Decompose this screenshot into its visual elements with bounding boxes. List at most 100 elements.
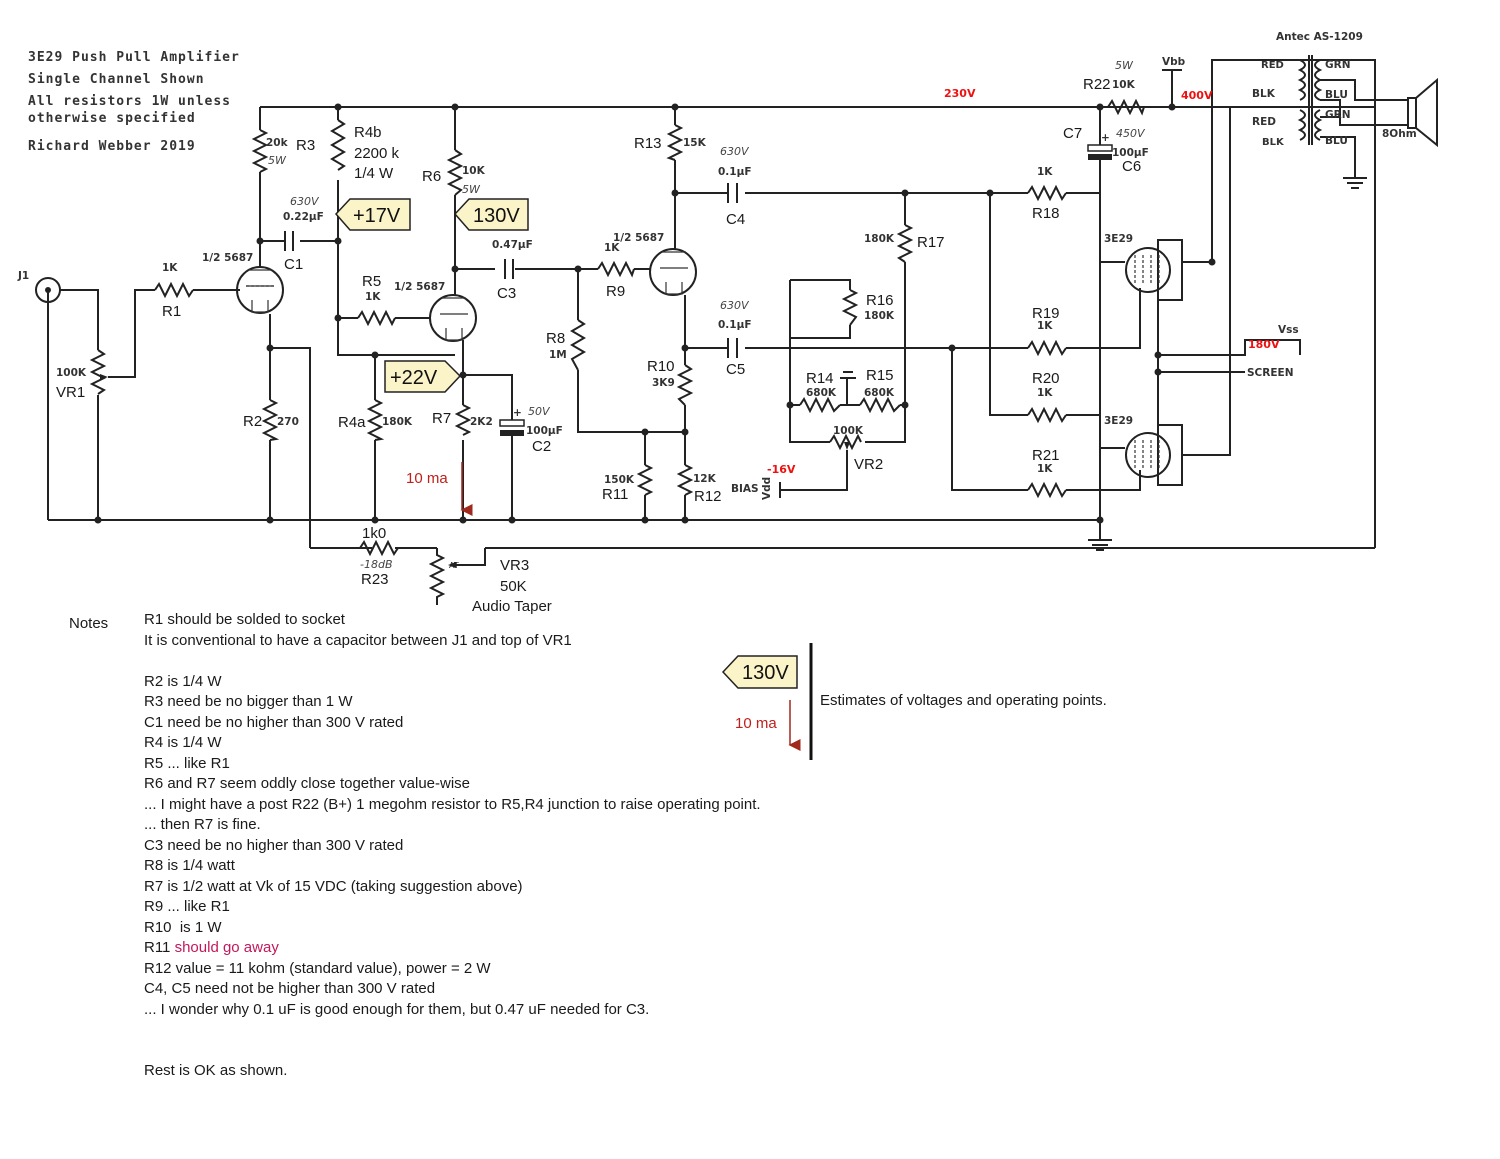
screen-label: SCREEN xyxy=(1247,367,1294,379)
notes-list: R1 should be solded to socket It is conve… xyxy=(144,610,761,1082)
wire-blk-2: BLK xyxy=(1262,137,1285,148)
note-line: R12 value = 11 kohm (standard value), po… xyxy=(144,959,491,977)
r22-symbol xyxy=(1100,98,1172,116)
voltage-400v: 400V xyxy=(1181,89,1213,102)
v4-tube-symbol xyxy=(1125,432,1171,478)
r15-value: 680K xyxy=(864,387,895,399)
tube-a-label: 3E29 xyxy=(1104,233,1133,245)
r6-value: 10K xyxy=(462,165,486,177)
r18-name: R18 xyxy=(1032,205,1060,222)
r16-name: R16 xyxy=(866,292,894,309)
c4-symbol xyxy=(727,183,738,203)
legend: 130V 10 ma xyxy=(721,643,813,760)
c6-plate-top xyxy=(1087,144,1113,152)
capacitors xyxy=(284,183,738,358)
wire-blu-1: BLU xyxy=(1325,89,1348,101)
vdd-label: Vdd xyxy=(761,477,773,500)
wire-grn-1: GRN xyxy=(1325,59,1351,71)
tag-130v: 130V xyxy=(473,205,520,227)
r12-name: R12 xyxy=(694,488,722,505)
r11-name: R11 xyxy=(602,486,628,503)
vr3-value: 50K xyxy=(500,578,527,595)
wire-red-1: RED xyxy=(1261,60,1284,71)
c1-value: 0.22µF xyxy=(283,211,324,223)
note-line: R6 and R7 seem oddly close together valu… xyxy=(144,775,471,792)
c2-rating: 50V xyxy=(528,405,551,418)
tube-b-label: 3E29 xyxy=(1104,415,1133,427)
junctions xyxy=(94,103,1216,524)
vr3-name: VR3 xyxy=(500,557,529,574)
r17-name: R17 xyxy=(917,234,945,251)
r15-symbol xyxy=(859,396,901,414)
r8-name: R8 xyxy=(546,330,565,347)
v2-tube-symbol xyxy=(649,248,697,296)
legend-tag-shape xyxy=(721,655,798,689)
ground-symbols xyxy=(840,175,1367,551)
electrolytic-capacitors: + + xyxy=(499,132,1113,440)
resistor-note-1: All resistors 1W unless xyxy=(28,94,231,109)
vss-label: Vss xyxy=(1278,324,1299,336)
title-block: 3E29 Push Pull Amplifier Single Channel … xyxy=(28,50,240,154)
c3-symbol xyxy=(504,259,514,279)
r6-power: 5W xyxy=(462,183,481,196)
note-line: R7 is 1/2 watt at Vk of 15 VDC (taking s… xyxy=(144,877,523,895)
tag-17v: +17V xyxy=(353,205,401,227)
v1a-tube-symbol xyxy=(236,266,284,314)
r16-symbol xyxy=(841,289,859,326)
vr3-taper: Audio Taper xyxy=(472,598,552,615)
r12-symbol xyxy=(676,464,694,496)
r21-symbol xyxy=(1027,481,1067,499)
vr1-symbol xyxy=(89,349,107,395)
note-line: C4, C5 need not be higher than 300 V rat… xyxy=(144,980,436,997)
note-line: R9 ... like R1 xyxy=(144,898,230,915)
c4-value: 0.1µF xyxy=(718,166,752,178)
r21-value: 1K xyxy=(1037,463,1053,475)
r12-value: 12K xyxy=(693,473,717,485)
note-line: R4 is 1/4 W xyxy=(144,734,222,751)
r19-value: 1K xyxy=(1037,320,1053,332)
r14-name: R14 xyxy=(806,370,834,387)
r22-name: R22 xyxy=(1083,76,1111,93)
v2-label: 1/2 5687 xyxy=(613,232,664,244)
c5-name: C5 xyxy=(726,361,745,378)
r13-symbol xyxy=(666,124,684,161)
note-line: R1 should be solded to socket xyxy=(144,611,345,628)
output-transformer xyxy=(1297,55,1323,145)
note-line xyxy=(144,1041,761,1062)
vr1-value: 100K xyxy=(56,367,87,379)
r2-symbol xyxy=(261,399,280,441)
note-line: R3 need be no bigger than 1 W xyxy=(144,693,353,710)
vr2-name: VR2 xyxy=(854,456,883,473)
c2-plate-bottom xyxy=(500,430,524,436)
r16-value: 180K xyxy=(864,310,895,322)
c5-value: 0.1µF xyxy=(718,319,752,331)
r3-symbol xyxy=(251,129,269,173)
note-line: It is conventional to have a capacitor b… xyxy=(144,631,572,649)
r6-name: R6 xyxy=(422,168,441,185)
r20-name: R20 xyxy=(1032,370,1060,387)
wire-blk-1: BLK xyxy=(1252,88,1276,100)
voltage-neg16v: -16V xyxy=(767,463,796,476)
r9-value: 1K xyxy=(604,242,620,254)
wire-red-2: RED xyxy=(1252,116,1276,128)
wire-blu-2: BLU xyxy=(1325,135,1348,147)
r23-symbol xyxy=(359,539,399,557)
c1-symbol xyxy=(284,231,294,251)
v1a-label: 1/2 5687 xyxy=(202,252,253,264)
c4-name: C4 xyxy=(726,211,745,228)
r1-symbol xyxy=(154,281,194,299)
note-line: R10 is 1 W xyxy=(144,918,222,936)
r2-name: R2 xyxy=(243,413,262,430)
c6-name: C6 xyxy=(1122,158,1141,175)
note-line-prefix: R11 xyxy=(144,939,175,956)
note-line xyxy=(144,651,761,672)
c6-plate-bottom xyxy=(1088,154,1112,160)
c2-name: C2 xyxy=(532,438,551,455)
c4-rating: 630V xyxy=(720,145,750,158)
svg-text:+: + xyxy=(513,407,522,419)
j1-label: J1 xyxy=(17,270,29,282)
note-line: ... I might have a post R22 (B+) 1 megoh… xyxy=(144,795,761,813)
c3-value: 0.47µF xyxy=(492,239,533,251)
schematic-title: 3E29 Push Pull Amplifier xyxy=(28,50,240,65)
